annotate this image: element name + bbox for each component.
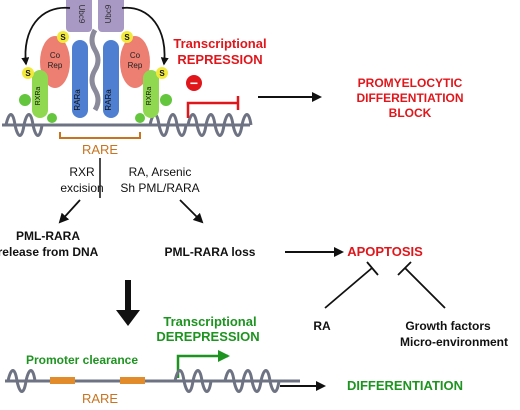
ubc9-left <box>66 0 92 32</box>
block-line3: BLOCK <box>389 106 432 120</box>
repressive-complex: Ubc9 Ubc9 Co Rep Co Rep RARa RARa RXRa R… <box>19 0 172 123</box>
derepression-line2: DEREPRESSION <box>156 329 259 344</box>
sumo-2-label: S <box>124 33 130 42</box>
rara-1-label: RARa <box>73 89 82 111</box>
inhibit-symbol: − <box>190 75 198 91</box>
derepression-line1: Transcriptional <box>163 314 256 329</box>
sumo-4-label: S <box>159 69 165 78</box>
chromatin-bottom <box>5 369 300 393</box>
repression-line1: Transcriptional <box>173 36 266 51</box>
branch-right-line2: Sh PML/RARA <box>120 181 199 195</box>
sumo-3-label: S <box>25 69 31 78</box>
growth-line1: Growth factors <box>405 319 491 333</box>
arrow-to-release <box>58 199 81 224</box>
sumo-1-label: S <box>60 33 66 42</box>
inhibit-growth <box>397 261 446 309</box>
rxra-right <box>143 70 159 118</box>
rare-label-bottom: RARE <box>82 391 118 406</box>
big-down-arrow-head <box>116 310 140 326</box>
ubc9-right <box>98 0 124 32</box>
sumo-arrow-1 <box>21 7 71 66</box>
rare-bracket-top <box>59 132 141 139</box>
chromatin-top <box>2 113 253 137</box>
apoptosis-label: APOPTOSIS <box>347 244 423 259</box>
corep-left-l1: Co <box>50 51 61 60</box>
ra-label: RA <box>313 319 331 333</box>
corep-left-l2: Rep <box>48 61 63 70</box>
dna-coils-top-left <box>4 113 188 137</box>
dna-coils-bottom <box>6 369 281 393</box>
ubc9-right-label: Ubc9 <box>104 4 113 23</box>
rxra-right-label: RXRa <box>146 87 153 106</box>
rare-site-1 <box>50 377 75 384</box>
block-line1: PROMYELOCYTIC <box>358 76 463 90</box>
repression-line2: REPRESSION <box>177 52 262 67</box>
branch-left-line1: RXR <box>69 165 95 179</box>
ligand-ball-1 <box>19 94 31 106</box>
arrow-to-loss <box>179 199 204 224</box>
transcription-start-arrow <box>176 350 230 378</box>
sumo-2 <box>121 31 133 43</box>
corepressor-left <box>40 36 70 88</box>
ligand-ball-2 <box>160 94 172 106</box>
rare-site-2 <box>120 377 145 384</box>
rara-1 <box>72 40 88 118</box>
ligand-ball-3 <box>47 113 57 123</box>
growth-line2: Micro-environment <box>400 335 508 349</box>
branch-left-line2: excision <box>60 181 103 195</box>
repression-tbar <box>186 96 240 118</box>
loss-label: PML-RARA loss <box>165 245 256 259</box>
corep-right-l2: Rep <box>128 61 143 70</box>
sumo-3 <box>22 67 34 79</box>
sumo-4 <box>156 67 168 79</box>
corep-right-l1: Co <box>130 51 141 60</box>
dna-coils-top-right <box>186 113 253 137</box>
branch-right-line1: RA, Arsenic <box>129 165 192 179</box>
differentiation-label: DIFFERENTIATION <box>347 378 463 393</box>
rare-label-top: RARE <box>82 142 118 157</box>
release-line2: release from DNA <box>0 245 99 259</box>
rara-2 <box>103 40 119 118</box>
sumo-arrow-2 <box>121 7 169 66</box>
sumo-1 <box>57 31 69 43</box>
rxra-left <box>32 70 48 118</box>
pml-coil <box>89 28 101 112</box>
promoter-label: Promoter clearance <box>26 353 138 367</box>
rxra-left-label: RXRa <box>35 87 42 106</box>
rara-2-label: RARa <box>104 89 113 111</box>
block-line2: DIFFERENTIATION <box>356 91 463 105</box>
inhibit-circle <box>186 75 202 91</box>
inhibit-ra <box>324 261 379 309</box>
ubc9-left-label: Ubc9 <box>77 5 86 24</box>
release-line1: PML-RARA <box>16 229 80 243</box>
ligand-ball-4 <box>135 113 145 123</box>
corepressor-right <box>120 36 150 88</box>
